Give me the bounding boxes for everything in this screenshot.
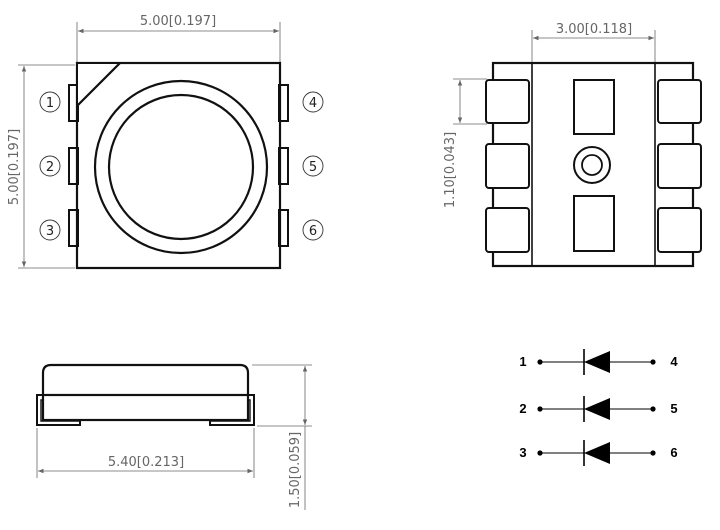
diode-row-2: 2 5 <box>519 396 678 422</box>
bottom-pad-1 <box>485 79 530 124</box>
pin-label-3: 3 <box>39 219 61 241</box>
diode-symbol-2 <box>584 398 610 420</box>
side-height-dimension: 1.50[0.059] <box>288 432 303 508</box>
pin-label-1: 1 <box>39 91 61 113</box>
side-base <box>41 393 250 422</box>
top-width-dimension: 5.00[0.197] <box>140 14 216 29</box>
svg-text:2: 2 <box>519 401 526 416</box>
bottom-pad-4 <box>657 79 702 124</box>
bottom-view: 3.00[0.118] 1.10[0.043] <box>443 22 702 268</box>
pin-label-6: 6 <box>302 219 324 241</box>
side-view: 5.40[0.213] 1.50[0.059] <box>36 363 312 510</box>
polarity-ring-inner <box>581 154 603 176</box>
svg-text:6: 6 <box>670 445 677 460</box>
center-pad-top <box>573 79 615 135</box>
side-length-dimension: 5.40[0.213] <box>108 455 184 470</box>
pin-label-5: 5 <box>302 155 324 177</box>
schematic: 1 4 2 5 3 6 <box>519 349 678 466</box>
diode-row-1: 1 4 <box>519 349 678 375</box>
svg-text:6: 6 <box>309 224 317 239</box>
svg-text:5: 5 <box>309 160 317 175</box>
svg-text:2: 2 <box>46 160 54 175</box>
svg-text:1: 1 <box>519 354 526 369</box>
top-height-dimension: 5.00[0.197] <box>7 129 22 205</box>
svg-text:3: 3 <box>46 224 54 239</box>
svg-text:5: 5 <box>670 401 677 416</box>
svg-text:4: 4 <box>670 354 678 369</box>
package-body <box>75 61 282 270</box>
svg-text:1: 1 <box>46 96 54 111</box>
pin-label-2: 2 <box>39 155 61 177</box>
svg-text:4: 4 <box>309 96 317 111</box>
top-view: 5.00[0.197] 5.00[0.197] 1 2 <box>7 14 324 270</box>
diode-row-3: 3 6 <box>519 440 678 466</box>
lens-outer <box>93 79 269 255</box>
center-pad-bottom <box>573 195 615 252</box>
bottom-pad-2 <box>485 143 530 189</box>
lens-inner <box>107 93 255 241</box>
side-lead-right <box>209 394 255 426</box>
diode-symbol-3 <box>584 442 610 464</box>
side-lead-left <box>36 394 81 426</box>
diode-symbol-1 <box>584 351 610 373</box>
bottom-pad-6 <box>657 207 702 253</box>
pin-label-4: 4 <box>302 91 324 113</box>
bottom-pitch-dimension: 1.10[0.043] <box>443 132 458 208</box>
side-top-body <box>41 363 250 395</box>
polarity-ring-outer <box>573 146 611 184</box>
bottom-pad-5 <box>657 143 702 189</box>
bottom-pad-3 <box>485 207 530 253</box>
svg-text:3: 3 <box>519 445 526 460</box>
bottom-span-dimension: 3.00[0.118] <box>556 22 632 37</box>
